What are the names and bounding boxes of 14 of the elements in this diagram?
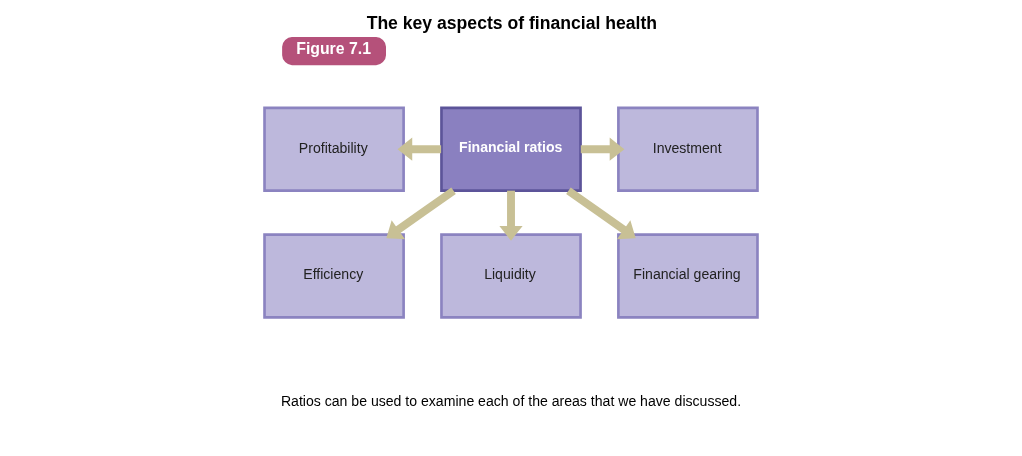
node-box: Financial gearing [617,233,759,319]
arrow [580,137,625,161]
node-box: Investment [617,106,759,192]
arrow [386,187,456,240]
node-box: Profitability [263,106,405,192]
node-box: Financial ratios [440,106,582,192]
label: Figure 7.1 [296,40,371,58]
diagram-title: The key aspects of financial health [366,12,658,33]
node-box: Efficiency [263,233,405,319]
arrow [499,190,523,241]
arrow [566,187,636,240]
node-box: Liquidity [440,233,582,319]
caption: Ratios can be used to examine each of the areas that we have discussed. [280,393,742,410]
arrow [397,137,442,161]
